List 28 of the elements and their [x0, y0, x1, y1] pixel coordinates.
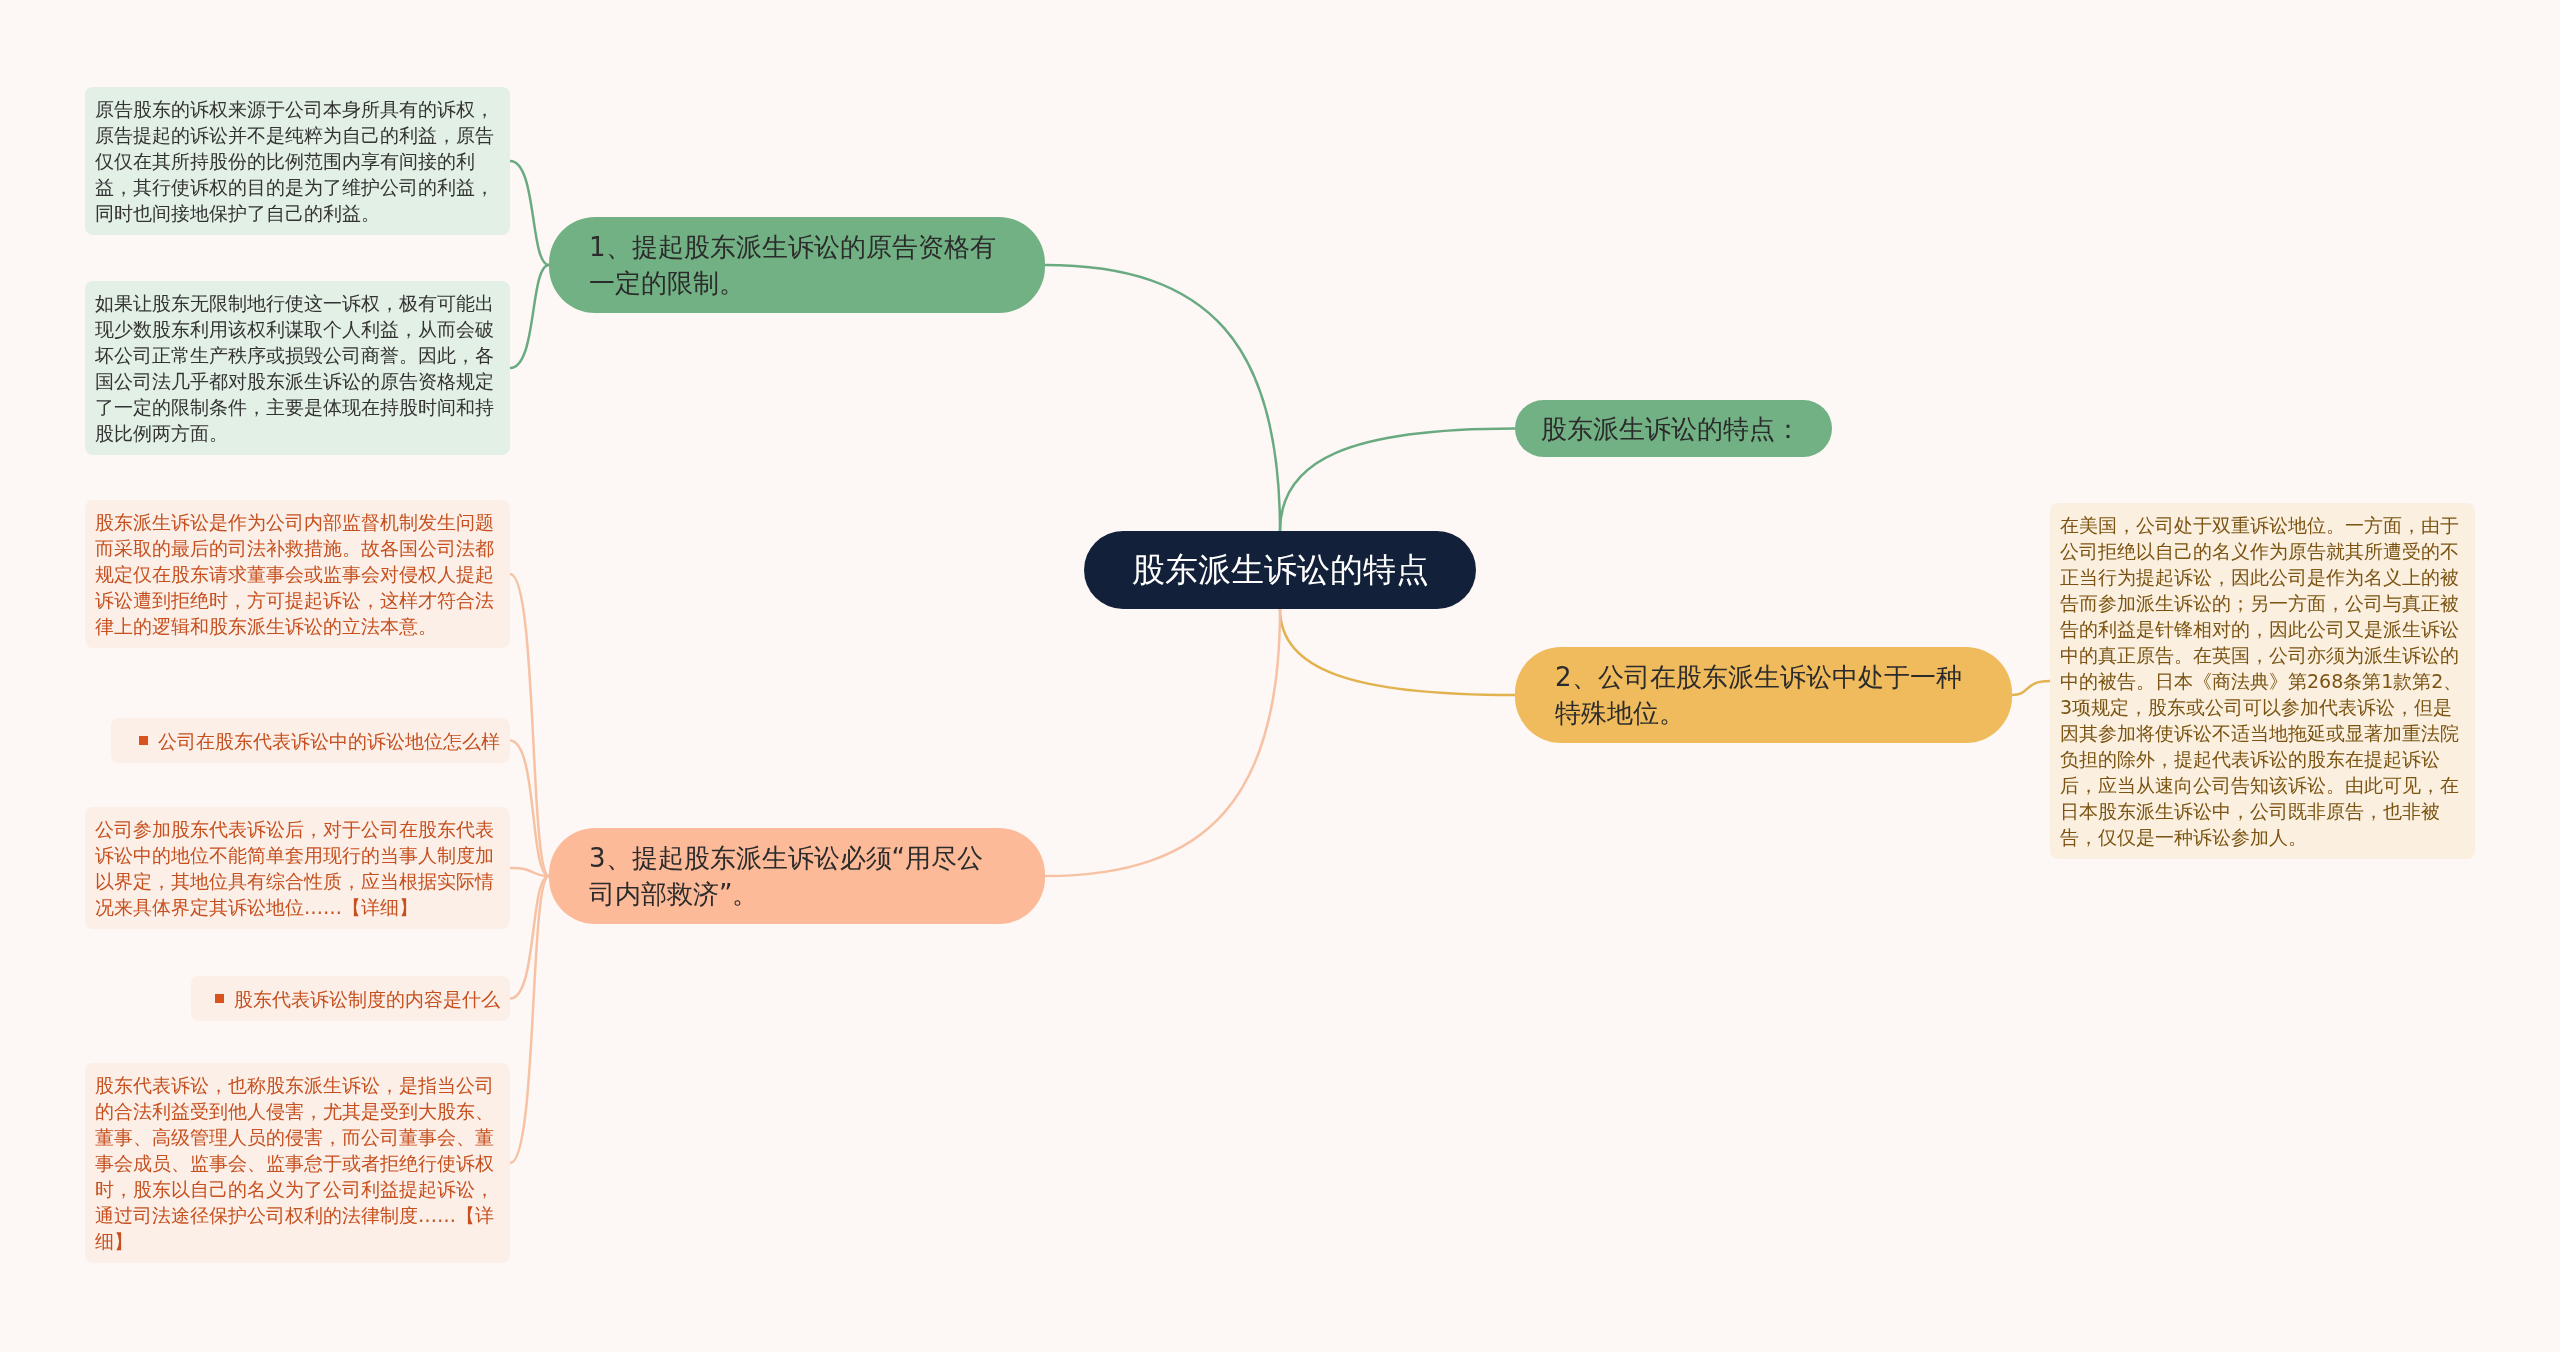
note-text: 在美国，公司处于双重诉讼地位。一方面，由于公司拒绝以自己的名义作为原告就其所遭受的不正当行为提起诉讼，因此公司是作为名义上的被告而参加派生诉讼的；另一方面，公司与真正被告的利益是针锋相对的，因此公司又是派生诉讼中的真正原告。在英国，公司亦须为派生诉讼的中的被告。日本《商法典》第268条第1款第2、3项规定，股东或公司可以参加代表诉讼，但是因其参加将使诉讼不适当地拖延或显著加重法院负担的除外，提起代表诉讼的股东在提起诉讼后，应当从速向公司告知该诉讼。由此可见，在日本股东派生诉讼中，公司既非原告，也非被告，仅仅是一种诉讼参加人。: [2060, 514, 2463, 848]
note-card: [85, 281, 510, 455]
note-card: [85, 1063, 510, 1263]
note-text: 股东代表诉讼，也称股东派生诉讼，是指当公司的合法利益受到他人侵害，尤其是受到大股东、董事、高级管理人员的侵害，而公司董事会、董事会成员、监事会、监事怠于或者拒绝行使诉权时，股东以自己的名义为了公司利益提起诉讼，通过司法途径保护公司权利的法律制度……【详细】: [95, 1074, 494, 1252]
topic-text: 3、提起股东派生诉讼必须“用尽公司内部救济”。: [589, 842, 984, 911]
note-text: 原告股东的诉权来源于公司本身所具有的诉权，原告提起的诉讼并不是纯粹为自己的利益，原告仅仅在其所持股份的比例范围内享有间接的利益，其行使诉权的目的是为了维护公司的利益，同时也间接地保护了自己的利益。: [95, 98, 494, 224]
note-card: [85, 500, 510, 648]
topic-box: [1515, 400, 1832, 457]
note-text: 公司参加股东代表诉讼后，对于公司在股东代表诉讼中的地位不能简单套用现行的当事人制度加以界定，其地位具有综合性质，应当根据实际情况来具体界定其诉讼地位……【详细】: [95, 818, 494, 918]
topic-text: 2、公司在股东派生诉讼中处于一种特殊地位。: [1555, 661, 1963, 730]
note-text: 股东派生诉讼是作为公司内部监督机制发生问题而采取的最后的司法补救措施。故各国公司法都规定仅在股东请求董事会或监事会对侵权人提起诉讼遭到拒绝时，方可提起诉讼，这样才符合法律上的逻辑和股东派生诉讼的立法本意。: [95, 511, 494, 637]
topic-text: 1、提起股东派生诉讼的原告资格有一定的限制。: [589, 231, 997, 300]
note-card: [85, 87, 510, 235]
link-item: [111, 718, 510, 763]
connector-line: [1044, 608, 1282, 878]
link-text: 股东代表诉讼制度的内容是什么: [234, 986, 500, 1012]
connector-line: [509, 263, 550, 370]
link-item: [191, 976, 510, 1021]
connector-line: [509, 573, 550, 877]
note-text: 如果让股东无限制地行使这一诉权，极有可能出现少数股东利用该权利谋取个人利益，从而会破坏公司正常生产秩序或损毁公司商誉。因此，各国公司法几乎都对股东派生诉讼的原告资格规定了一定的限制条件，主要是体现在持股时间和持股比例两方面。: [95, 292, 494, 444]
connector-line: [1278, 427, 1516, 532]
note-card: [85, 807, 510, 929]
connector-line: [509, 875, 550, 1164]
topic-text: 股东派生诉讼的特点：: [1541, 412, 1801, 446]
link-text: 公司在股东代表诉讼中的诉讼地位怎么样: [158, 728, 500, 754]
connector-line: [2011, 679, 2051, 697]
topic-text: 股东派生诉讼的特点: [1131, 548, 1429, 591]
connector-line: [509, 159, 550, 267]
